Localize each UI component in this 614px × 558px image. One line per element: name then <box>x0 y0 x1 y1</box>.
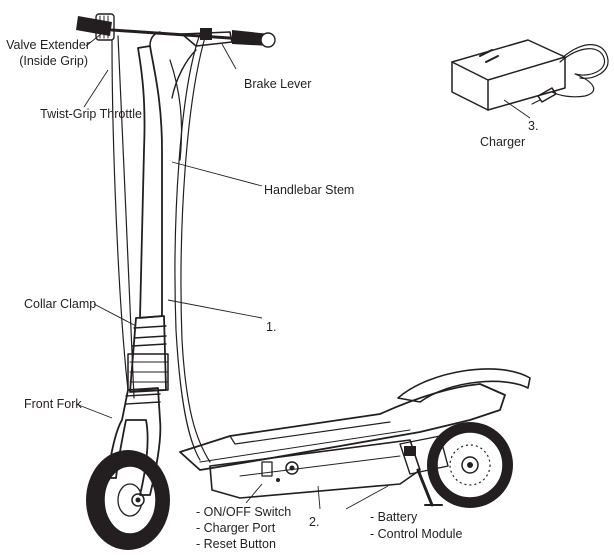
charger-illustration <box>451 39 609 111</box>
label-collar-clamp: Collar Clamp <box>24 297 96 311</box>
cables <box>111 33 211 463</box>
deck <box>179 383 506 471</box>
right-grip <box>232 30 270 46</box>
leader-lines <box>75 29 531 510</box>
front-wheel <box>86 450 170 550</box>
label-control-module: - Control Module <box>370 527 462 541</box>
label-valve-extender-sub: (Inside Grip) <box>19 54 88 68</box>
brake-lever-shape <box>181 31 233 47</box>
labels: Valve Extender (Inside Grip) Twist-Grip … <box>6 38 538 551</box>
front-fork-shape <box>107 387 162 496</box>
kickstand <box>416 468 434 507</box>
label-reset-button: - Reset Button <box>196 537 276 551</box>
label-charger-port: - Charger Port <box>196 521 276 535</box>
handlebar-stem-shape <box>137 45 163 319</box>
label-brake-lever: Brake Lever <box>244 77 311 91</box>
label-callout-1: 1. <box>266 320 276 334</box>
left-grip <box>76 16 112 36</box>
rear-fender <box>397 368 531 403</box>
rear-wheel <box>427 422 513 508</box>
label-handlebar-stem: Handlebar Stem <box>264 183 354 197</box>
label-callout-2: 2. <box>309 515 319 529</box>
label-twist-grip-throttle: Twist-Grip Throttle <box>40 107 142 121</box>
label-charger: Charger <box>480 135 525 149</box>
battery-housing <box>209 439 421 499</box>
label-battery: - Battery <box>370 510 418 524</box>
label-onoff-switch: - ON/OFF Switch <box>196 505 291 519</box>
label-callout-3: 3. <box>528 119 538 133</box>
label-valve-extender: Valve Extender <box>6 38 90 52</box>
label-front-fork: Front Fork <box>24 397 82 411</box>
scooter-illustration <box>76 13 531 550</box>
